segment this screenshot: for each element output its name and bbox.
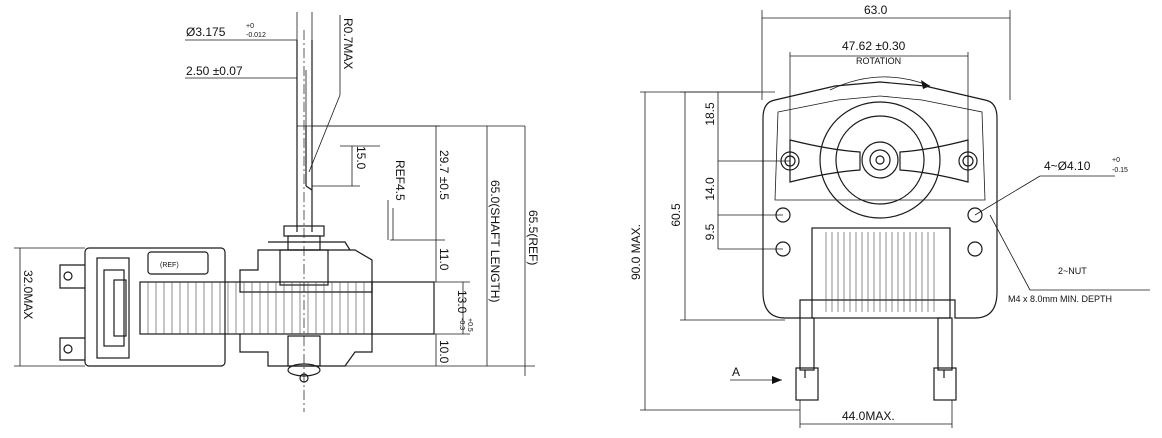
shaft-diameter-tol-lower: -0.012	[246, 32, 266, 39]
holes-label: 4~Ø4.10	[1044, 159, 1091, 173]
dim-13-label: 13.0	[455, 290, 469, 314]
rotation-label: ROTATION	[856, 56, 901, 66]
shaft-diameter-label: Ø3.175	[186, 25, 226, 39]
dim-13-tol-upper: +0.5	[466, 318, 473, 332]
height-max-label: 32.0MAX	[21, 270, 35, 319]
shaft-to-face-label: 29.7 ±0.5	[437, 150, 451, 200]
ref-box-label: (REF)	[160, 262, 179, 269]
holes-tol-lower: -0.15	[1112, 167, 1128, 174]
bottom-width-label: 44.0MAX.	[842, 409, 895, 423]
height-max-label: 90.0 MAX.	[629, 224, 643, 280]
dim-18-5-label: 18.5	[703, 102, 717, 126]
dim-60-5-label: 60.5	[669, 203, 683, 227]
nut-spec-label: M4 x 8.0mm MIN. DEPTH	[1008, 294, 1112, 304]
dim-11-label: 11.0	[437, 248, 451, 271]
side-view: Ø3.175 +0 -0.012 2.50 ±0.07 R0.7MAX 15.0…	[14, 12, 540, 412]
hole-spacing-label: 47.62 ±0.30	[842, 39, 906, 53]
flat-length-label: 15.0	[354, 146, 368, 170]
dim-10-label: 10.0	[437, 340, 451, 364]
ref-radius-label: REF4.5	[393, 160, 407, 201]
dim-14-label: 14.0	[703, 177, 717, 201]
front-view: 63.0 47.62 ±0.30 ROTATION 18.5 14.0 9.5 …	[629, 3, 1150, 428]
dim-13-tol-lower: -0.3	[458, 318, 465, 330]
shaft-diameter-tol-upper: +0	[246, 23, 254, 30]
view-a-label: A	[732, 365, 740, 379]
nut-label: 2~NUT	[1058, 266, 1087, 276]
width-overall-label: 63.0	[864, 3, 888, 17]
holes-tol-upper: +0	[1112, 157, 1120, 164]
shaft-length-label: 65.0(SHAFT LENGTH)	[488, 180, 502, 302]
flat-width-label: 2.50 ±0.07	[186, 64, 243, 78]
flat-radius-label: R0.7MAX	[341, 18, 355, 69]
dim-9-5-label: 9.5	[703, 223, 717, 240]
overall-ref-label: 65.5(REF)	[526, 210, 540, 265]
